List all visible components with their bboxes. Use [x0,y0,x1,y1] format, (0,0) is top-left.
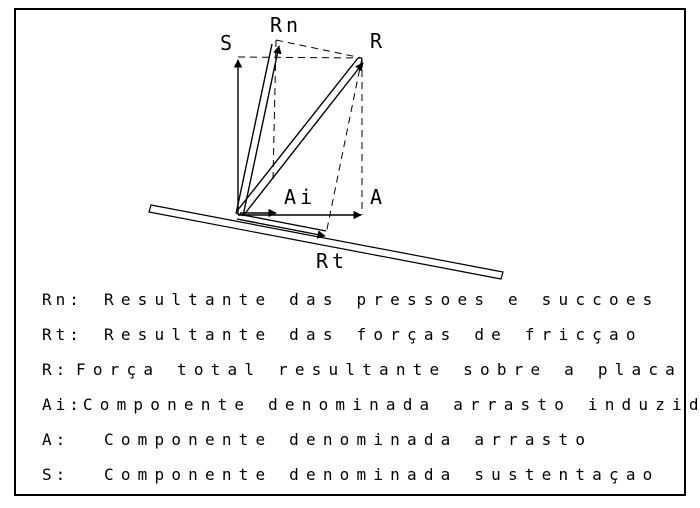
vector-rn [235,43,282,217]
label-a: A [370,185,386,209]
label-s: S [220,31,236,55]
legend-text: Componente denominada arrasto [104,430,593,449]
diagram-frame [14,8,686,496]
construction-lines [237,39,363,235]
label-rn: Rn [270,13,302,37]
legend-row-r: R: Força total resultante sobre a placa [42,352,682,387]
legend-symbol: Rt: [42,325,83,344]
legend-text: Componente denominada sustentaçao [104,465,660,484]
legend-symbol: Rn: [42,290,83,309]
label-rt: Rt [316,249,348,273]
legend-row-a: A: Componente denominada arrasto [42,422,682,457]
label-ai: Ai [284,185,316,209]
legend-row-rn: Rn: Resultante das pressoes e succoes [42,282,682,317]
legend-text: Componente denominada arrasto induzido [82,395,700,414]
legend-row-s: S: Componente denominada sustentaçao [42,457,682,492]
vector-rt [236,213,327,239]
legend-text: Resultante das pressoes e succoes [104,290,660,309]
legend: Rn: Resultante das pressoes e succoes Rt… [42,282,700,492]
legend-symbol: R: [42,360,70,379]
legend-text: Resultante das forças de fricçao [104,325,643,344]
legend-symbol: S: [42,465,70,484]
vector-r [236,57,364,217]
legend-text: Força total resultante sobre a placa [76,360,682,379]
legend-row-rt: Rt: Resultante das forças de fricçao [42,317,682,352]
legend-row-ai: Ai: Componente denominada arrasto induzi… [42,387,700,422]
label-r: R [370,29,386,53]
plate [148,204,504,280]
legend-symbol: Ai: [42,395,83,414]
legend-symbol: A: [42,430,70,449]
